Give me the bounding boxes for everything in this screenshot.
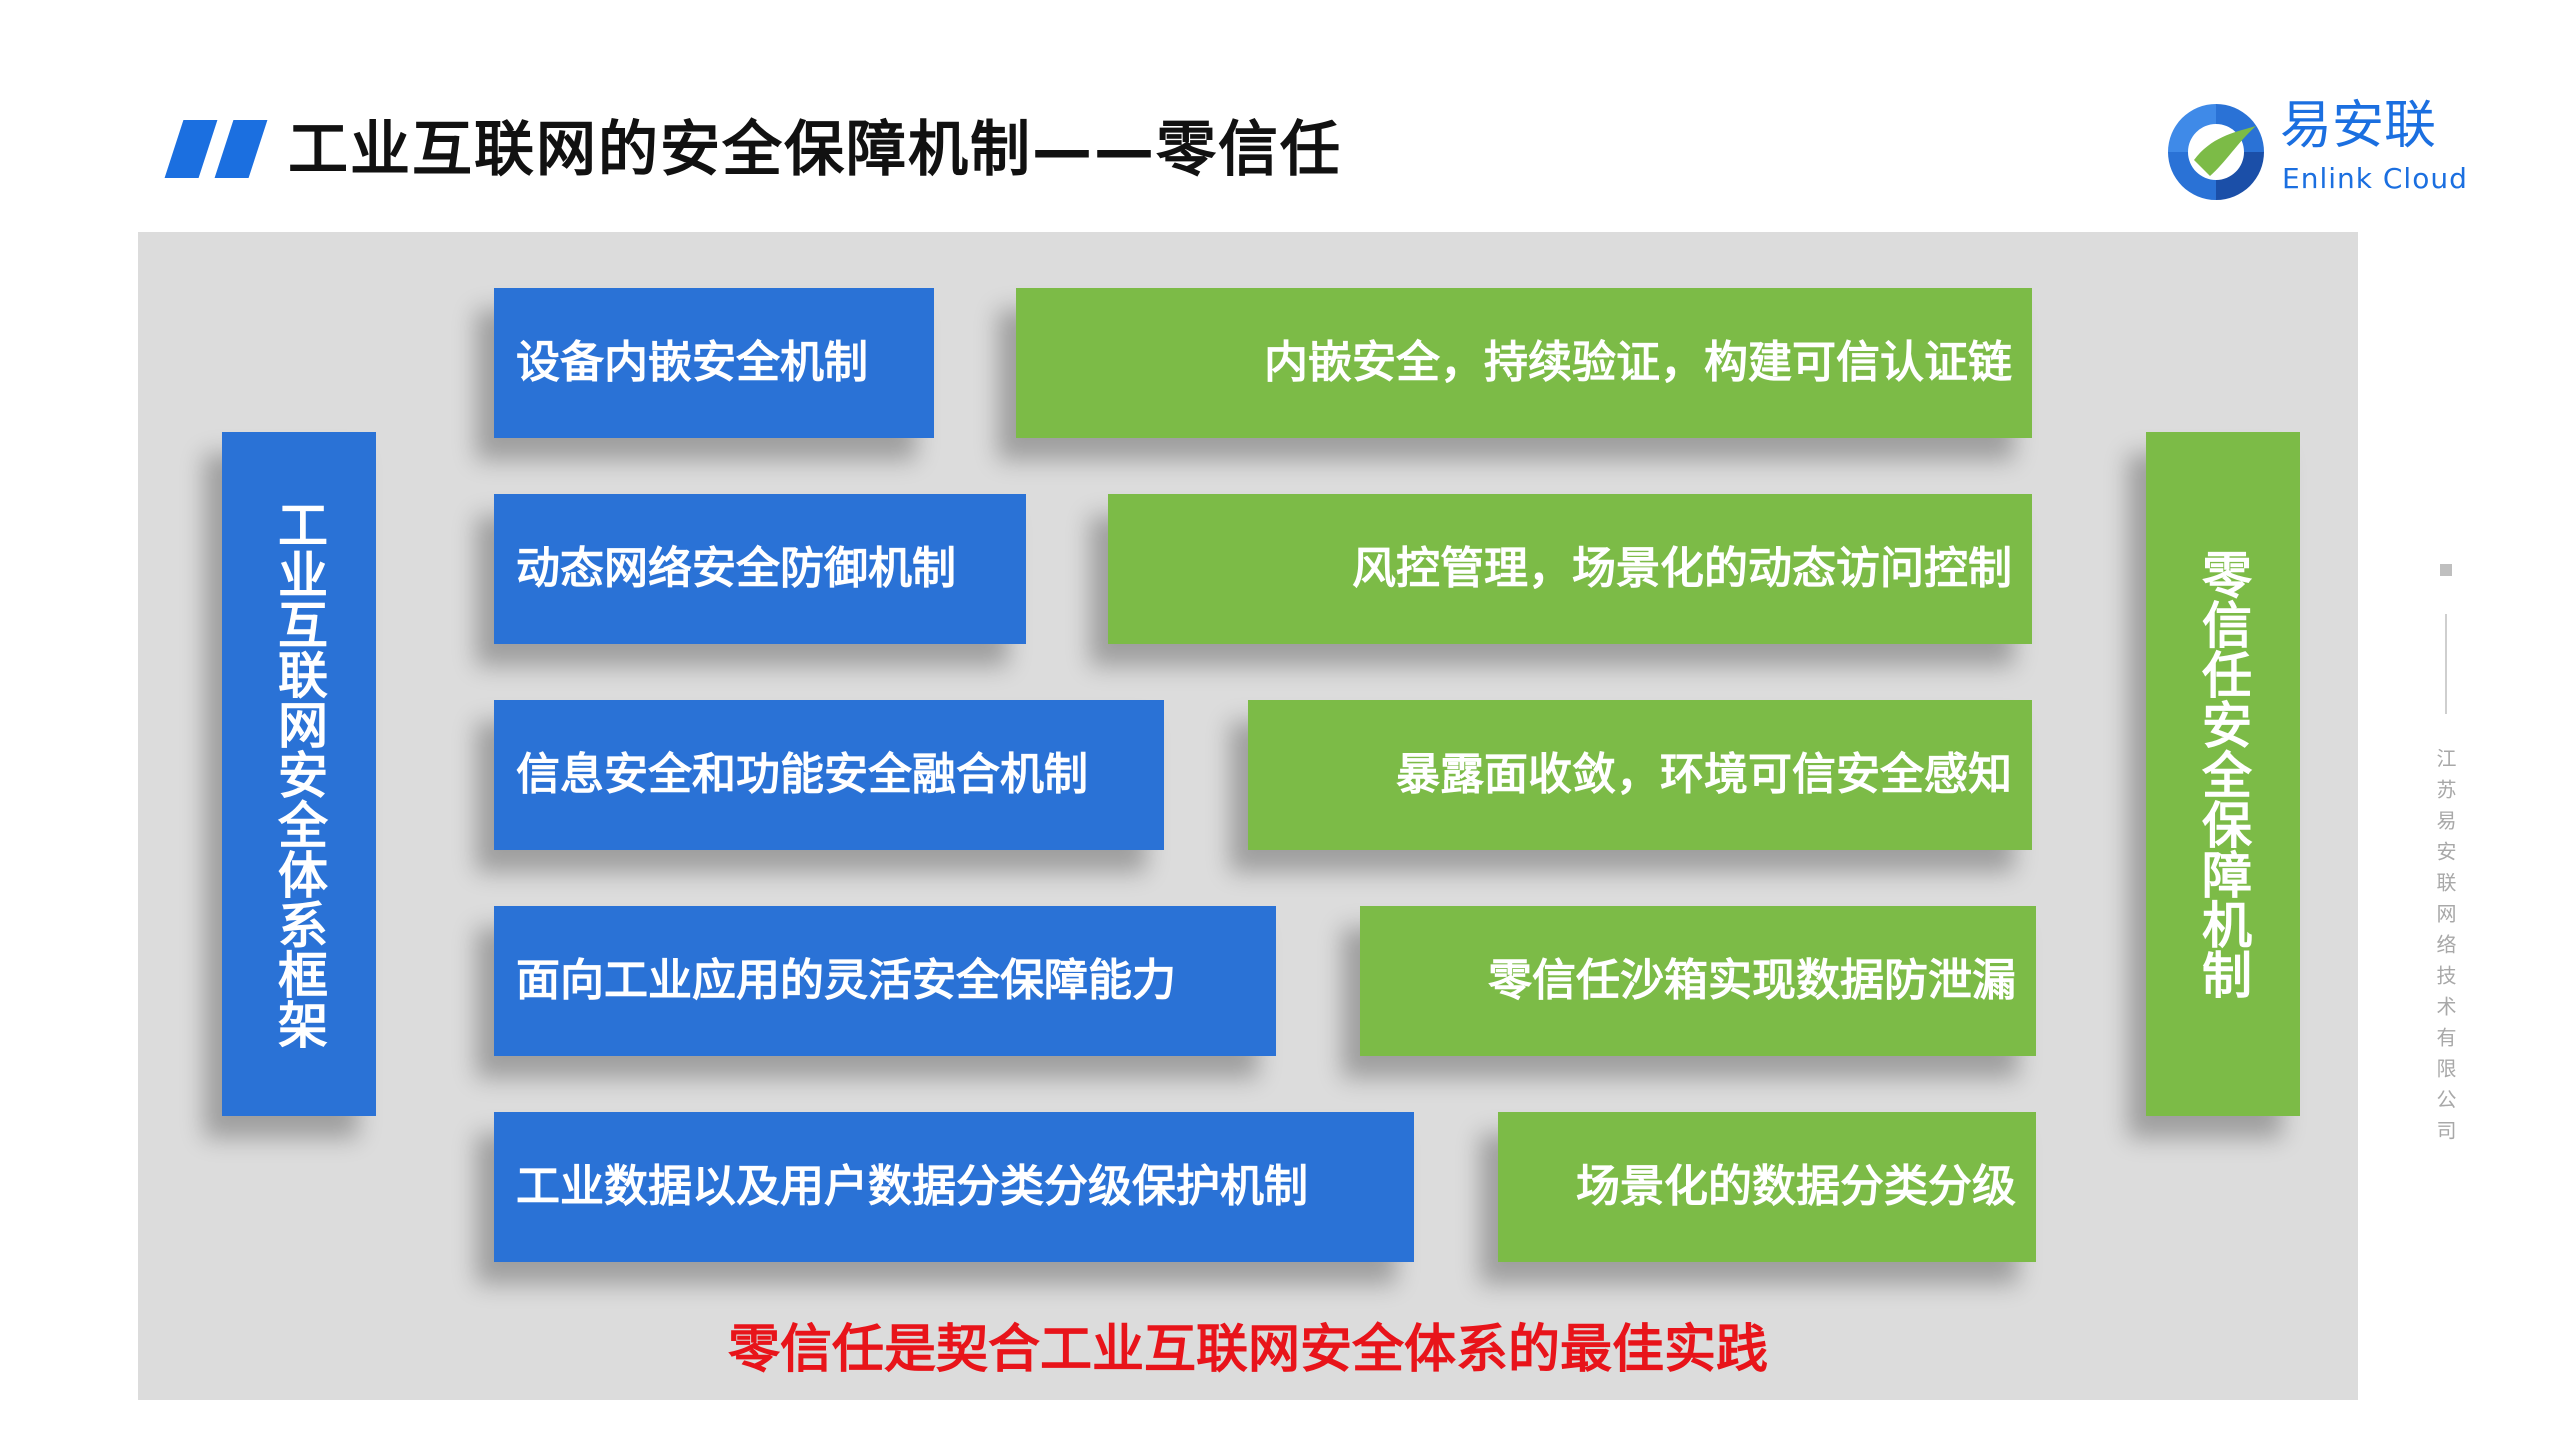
company-logo: 易安联 Enlink Cloud — [2160, 92, 2467, 202]
company-name-vertical: 江苏易安联网络技术有限公司 — [2433, 748, 2457, 1151]
mechanism-box-3: 信息安全和功能安全融合机制 — [494, 700, 1164, 850]
mechanism-box-2: 动态网络安全防御机制 — [494, 494, 1026, 644]
title-accent-marks — [164, 120, 268, 178]
zero-trust-box-4: 零信任沙箱实现数据防泄漏 — [1360, 906, 2036, 1056]
conclusion-text: 零信任是契合工业互联网安全体系的最佳实践 — [727, 1320, 1768, 1380]
logo-name-cn: 易安联 — [2280, 96, 2437, 156]
zero-trust-item-label: 零信任沙箱实现数据防泄漏 — [1488, 955, 2016, 1006]
zero-trust-item-label: 场景化的数据分类分级 — [1576, 1161, 2016, 1212]
zero-trust-box-2: 风控管理，场景化的动态访问控制 — [1108, 494, 2032, 644]
logo-name-en: Enlink Cloud — [2282, 162, 2468, 195]
mechanism-label: 面向工业应用的灵活安全保障能力 — [516, 955, 1176, 1006]
enlink-logo-icon — [2168, 104, 2264, 200]
zero-trust-column: 零信任安全保障机制 — [2146, 432, 2300, 1116]
zero-trust-box-3: 暴露面收敛，环境可信安全感知 — [1248, 700, 2032, 850]
mechanism-label: 设备内嵌安全机制 — [516, 337, 868, 388]
framework-label: 工业互联网安全体系框架 — [270, 499, 328, 1049]
mechanism-label: 动态网络安全防御机制 — [516, 543, 956, 594]
side-square-marker — [2440, 564, 2452, 576]
zero-trust-label: 零信任安全保障机制 — [2194, 549, 2252, 999]
zero-trust-box-5: 场景化的数据分类分级 — [1498, 1112, 2036, 1262]
side-divider-line — [2445, 614, 2447, 714]
mechanism-box-4: 面向工业应用的灵活安全保障能力 — [494, 906, 1276, 1056]
zero-trust-item-label: 内嵌安全，持续验证，构建可信认证链 — [1264, 337, 2012, 388]
zero-trust-box-1: 内嵌安全，持续验证，构建可信认证链 — [1016, 288, 2032, 438]
zero-trust-item-label: 风控管理，场景化的动态访问控制 — [1352, 543, 2012, 594]
mechanism-label: 工业数据以及用户数据分类分级保护机制 — [516, 1161, 1308, 1212]
mechanism-label: 信息安全和功能安全融合机制 — [516, 749, 1088, 800]
mechanism-box-5: 工业数据以及用户数据分类分级保护机制 — [494, 1112, 1414, 1262]
zero-trust-item-label: 暴露面收敛，环境可信安全感知 — [1396, 749, 2012, 800]
mechanism-box-1: 设备内嵌安全机制 — [494, 288, 934, 438]
page-title: 工业互联网的安全保障机制——零信任 — [288, 115, 1342, 185]
framework-column: 工业互联网安全体系框架 — [222, 432, 376, 1116]
